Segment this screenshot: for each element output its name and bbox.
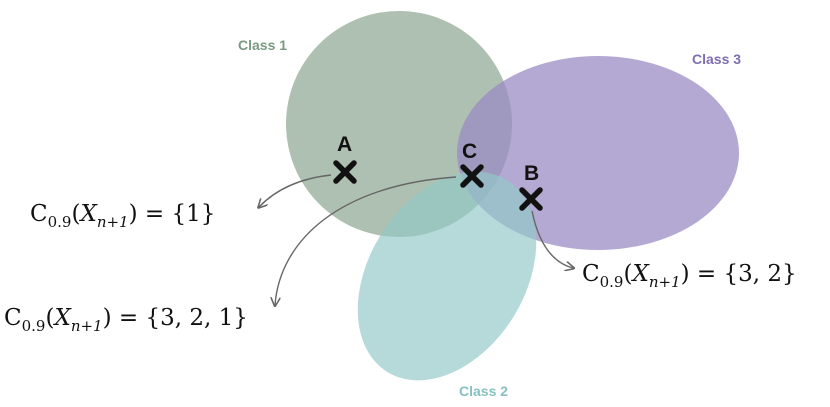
- set-c-formula: C0.9(Xn+1) = {3, 2, 1}: [4, 305, 248, 335]
- point-b-label: B: [524, 162, 539, 185]
- arrow-c-to-set: [275, 176, 457, 305]
- class-2-region: [357, 171, 537, 381]
- class-3-label: Class 3: [692, 51, 741, 67]
- point-b-marker: [519, 187, 543, 211]
- point-a-label: A: [337, 133, 352, 156]
- class-2-label: Class 2: [459, 383, 508, 399]
- set-a-formula: C0.9(Xn+1) = {1}: [30, 201, 215, 231]
- point-c-label: C: [462, 140, 477, 163]
- point-a-marker: [333, 160, 357, 184]
- class-1-label: Class 1: [238, 37, 287, 53]
- set-b-formula: C0.9(Xn+1) = {3, 2}: [582, 261, 797, 291]
- arrow-a-to-set: [259, 174, 332, 207]
- arrow-b-to-set: [531, 210, 573, 268]
- point-c-marker: [460, 164, 484, 188]
